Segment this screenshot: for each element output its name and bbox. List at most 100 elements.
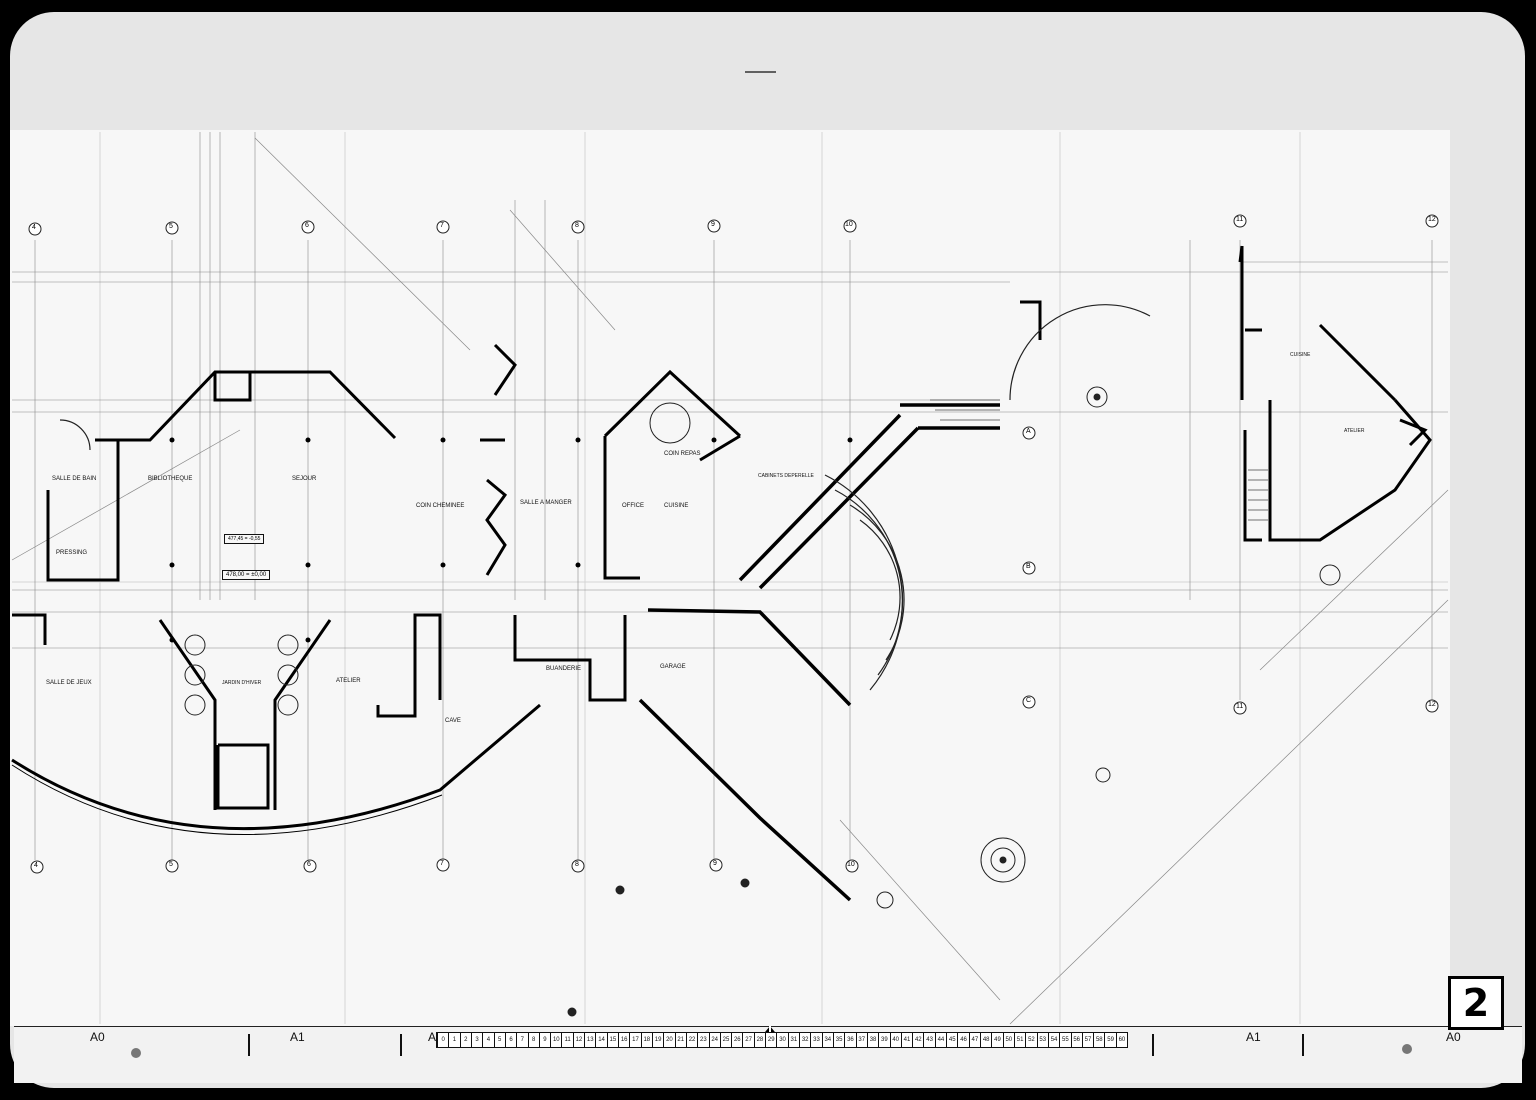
scale-number: 52 bbox=[1025, 1033, 1036, 1047]
room-label-atelier-east: ATELIER bbox=[1344, 428, 1365, 434]
ruler-tick bbox=[248, 1034, 250, 1056]
scale-number: 58 bbox=[1093, 1033, 1104, 1047]
room-label-cuisine: CUISINE bbox=[664, 503, 689, 509]
scale-number: 60 bbox=[1115, 1033, 1127, 1047]
scale-number: 50 bbox=[1002, 1033, 1014, 1047]
scale-number: 45 bbox=[946, 1033, 957, 1047]
clip-hole-right bbox=[1402, 1044, 1412, 1054]
room-label-cuisine-east: CUISINE bbox=[1290, 352, 1311, 358]
scale-number: 16 bbox=[618, 1033, 629, 1047]
room-label-salle-de-jeux: SALLE DE JEUX bbox=[46, 680, 92, 686]
scale-number: 27 bbox=[742, 1033, 753, 1047]
scale-number: 55 bbox=[1059, 1033, 1070, 1047]
scale-number: 30 bbox=[776, 1033, 787, 1047]
scale-number: 39 bbox=[878, 1033, 889, 1047]
ruler-label-a0-right: A0 bbox=[1446, 1030, 1461, 1044]
axis-label-top-6: 6 bbox=[305, 222, 309, 229]
scale-number: 11 bbox=[561, 1033, 572, 1047]
scale-number: 53 bbox=[1036, 1033, 1048, 1047]
scale-number: 22 bbox=[685, 1033, 697, 1047]
level-main-box: 478,00 = ±0,00 bbox=[222, 570, 271, 580]
scale-number: 33 bbox=[810, 1033, 821, 1047]
room-label-garage: GARAGE bbox=[660, 664, 686, 670]
scale-number: 7 bbox=[516, 1033, 527, 1047]
scale-number: 48 bbox=[980, 1033, 991, 1047]
axis-label-top-5: 5 bbox=[169, 223, 173, 230]
room-label-sejour: SEJOUR bbox=[292, 476, 317, 482]
room-label-salle-de-bain: SALLE DE BAIN bbox=[52, 476, 97, 482]
level-upper-box: 477,45 = -0,55 bbox=[224, 534, 265, 544]
ruler-label-text: A1 bbox=[290, 1030, 305, 1044]
axis-label-bottom-11: 11 bbox=[1236, 703, 1244, 710]
scale-number: 31 bbox=[787, 1033, 799, 1047]
ruler-tick bbox=[1152, 1034, 1154, 1056]
room-label-jardin-d-hiver: JARDIN D'HIVER bbox=[222, 680, 262, 686]
axis-label-bottom-6: 6 bbox=[307, 861, 311, 868]
room-label-office: OFFICE bbox=[622, 503, 644, 509]
scale-number: 49 bbox=[991, 1033, 1002, 1047]
room-label-coin-cheminee: COIN CHEMINEE bbox=[416, 503, 465, 509]
scale-number: 18 bbox=[640, 1033, 652, 1047]
axis-label-top-11: 11 bbox=[1236, 216, 1244, 223]
axis-label-row-c: C bbox=[1026, 697, 1032, 704]
scale-number: 44 bbox=[934, 1033, 946, 1047]
scale-number: 3 bbox=[470, 1033, 482, 1047]
scale-number: 36 bbox=[844, 1033, 855, 1047]
scale-number: 40 bbox=[889, 1033, 901, 1047]
scale-number: 4 bbox=[482, 1033, 493, 1047]
scale-number: 47 bbox=[968, 1033, 980, 1047]
clip-hole-left bbox=[131, 1048, 141, 1058]
ruler-label-a1-right: A1 bbox=[1246, 1030, 1261, 1044]
scale-number: 17 bbox=[629, 1033, 640, 1047]
room-label-cabinets-deperelle: CABINETS DEPERELLE bbox=[758, 473, 814, 479]
axis-label-top-10: 10 bbox=[845, 221, 853, 228]
axis-label-bottom-9: 9 bbox=[713, 860, 717, 867]
scale-number: 21 bbox=[674, 1033, 686, 1047]
scale-number: 43 bbox=[923, 1033, 934, 1047]
scale-number: 35 bbox=[832, 1033, 844, 1047]
level-upper-text: 477,45 = -0,55 bbox=[228, 536, 261, 542]
room-label-salle-a-manger: SALLE A MANGER bbox=[520, 500, 572, 506]
level-main-text: 478,00 = ±0,00 bbox=[226, 572, 267, 578]
axis-label-row-b: B bbox=[1026, 563, 1031, 570]
axis-label-row-a: A bbox=[1026, 428, 1031, 435]
scale-number: 26 bbox=[731, 1033, 742, 1047]
scale-number: 12 bbox=[572, 1033, 584, 1047]
axis-label-bottom-8: 8 bbox=[575, 861, 579, 868]
axis-label-top-8: 8 bbox=[575, 222, 579, 229]
axis-label-top-9: 9 bbox=[711, 221, 715, 228]
scale-number: 38 bbox=[866, 1033, 878, 1047]
scale-number: 15 bbox=[606, 1033, 618, 1047]
room-label-pressing: PRESSING bbox=[56, 550, 88, 556]
scale-number: 34 bbox=[821, 1033, 833, 1047]
room-label-buanderie: BUANDERIE bbox=[546, 666, 582, 672]
scale-number: 9 bbox=[538, 1033, 550, 1047]
scale-number: 1 bbox=[448, 1033, 459, 1047]
scale-number: 25 bbox=[719, 1033, 731, 1047]
scale-number: 5 bbox=[493, 1033, 505, 1047]
axis-label-bottom-12: 12 bbox=[1428, 701, 1436, 708]
scale-number: 6 bbox=[504, 1033, 516, 1047]
scale-number: 41 bbox=[900, 1033, 912, 1047]
ruler-label-text: A1 bbox=[1246, 1030, 1261, 1044]
scale-number: 20 bbox=[663, 1033, 674, 1047]
scale-number: 8 bbox=[527, 1033, 539, 1047]
sheet-number: 2 bbox=[1462, 981, 1490, 1025]
sheet-number-badge: 2 bbox=[1448, 976, 1504, 1030]
scale-number: 32 bbox=[799, 1033, 810, 1047]
scale-number: 23 bbox=[697, 1033, 708, 1047]
scale-number: 42 bbox=[912, 1033, 923, 1047]
ruler-tick bbox=[1302, 1034, 1304, 1056]
room-label-bibliotheque: BIBLIOTHEQUE bbox=[148, 476, 193, 482]
room-label-cave: CAVE bbox=[445, 718, 461, 724]
axis-label-bottom-4: 4 bbox=[34, 862, 38, 869]
scale-number: 14 bbox=[595, 1033, 606, 1047]
room-label-coin-repas: COIN REPAS bbox=[664, 451, 701, 457]
axis-label-top-7: 7 bbox=[440, 222, 444, 229]
ruler-label-text: A0 bbox=[1446, 1030, 1461, 1044]
room-label-atelier: ATELIER bbox=[336, 678, 361, 684]
scale-number: 57 bbox=[1081, 1033, 1093, 1047]
scale-number: 29 bbox=[765, 1033, 776, 1047]
